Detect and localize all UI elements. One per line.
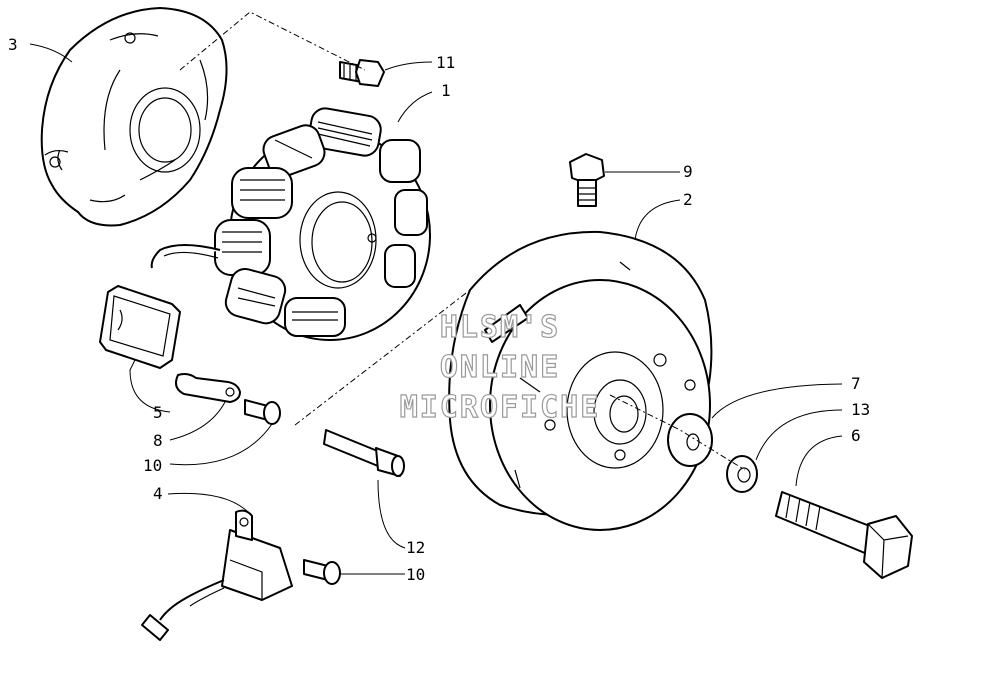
part-4-ignition-module [141, 509, 293, 641]
part-6-flywheel-bolt [775, 491, 913, 579]
part-3-cover-plate [40, 7, 228, 227]
callout-5: 5 [153, 403, 163, 422]
part-12-long-bolt [323, 429, 405, 477]
leader-lines [29, 43, 843, 575]
part-13-lock-washer [726, 455, 758, 493]
callout-7: 7 [851, 374, 861, 393]
callout-6: 6 [851, 426, 861, 445]
part-7-washer [667, 413, 713, 467]
callout-9: 9 [683, 162, 693, 181]
callout-12: 12 [406, 538, 425, 557]
part-8-wire-clamp [175, 373, 241, 403]
callout-2: 2 [683, 190, 693, 209]
callout-labels: 3 11 1 9 2 5 8 10 4 12 10 7 13 6 [8, 35, 870, 584]
callout-10-upper: 10 [143, 456, 162, 475]
watermark-line-3: MICROFICHE [400, 390, 601, 425]
watermark: HLSM'S ONLINE MICROFICHE [399, 309, 601, 425]
callout-1: 1 [441, 81, 451, 100]
callout-11: 11 [436, 53, 455, 72]
part-10-screw-lower [303, 559, 341, 585]
watermark-line-2: ONLINE [440, 350, 560, 385]
callout-13: 13 [851, 400, 870, 419]
callout-8: 8 [153, 431, 163, 450]
watermark-line-1: HLSM'S [440, 310, 560, 345]
callout-10-lower: 10 [406, 565, 425, 584]
assembly-dashed-lines [179, 11, 746, 471]
part-9-bolt [569, 153, 605, 207]
callout-4: 4 [153, 484, 163, 503]
part-10-screw-upper [244, 399, 281, 425]
part-11-bolt [339, 59, 385, 87]
callout-3: 3 [8, 35, 18, 54]
part-1-stator [150, 107, 431, 341]
part-5-pickup-pad [99, 285, 181, 369]
part-2-flywheel [448, 230, 713, 531]
